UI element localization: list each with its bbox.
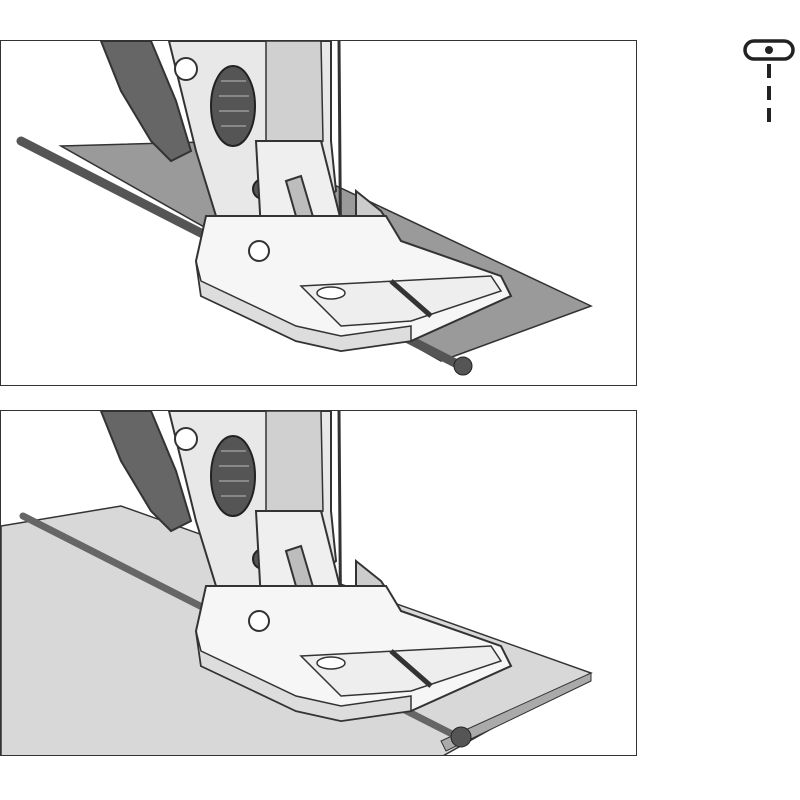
stitch-foot-icon [743, 39, 795, 130]
illustration-panel-narrow-fabric [0, 40, 637, 386]
illustration-panel-wide-fabric [0, 410, 637, 756]
rod-end [450, 726, 472, 748]
rod-end [453, 356, 473, 376]
fabric-edge [440, 672, 592, 752]
presser-foot-illustration [16, 41, 593, 376]
presser-foot-illustration [1, 411, 593, 755]
